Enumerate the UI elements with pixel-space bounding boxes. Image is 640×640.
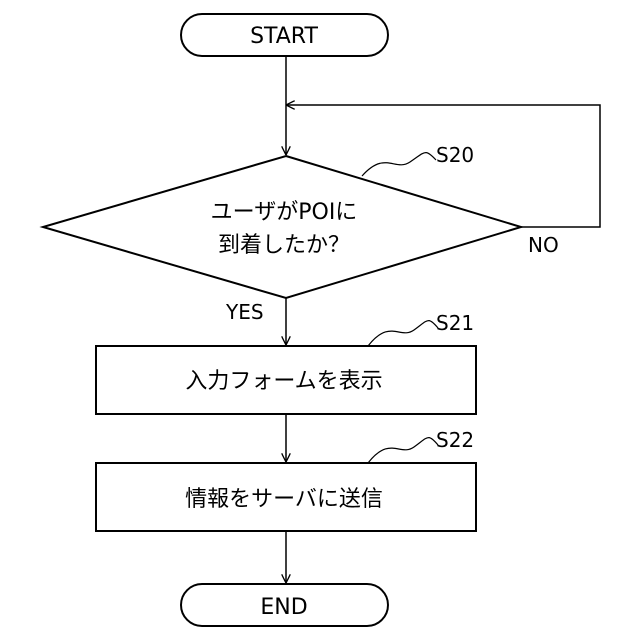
- process1-text: 入力フォームを表示: [185, 369, 382, 394]
- decision-text-line2: 到着したか？: [218, 233, 350, 258]
- decision-s20: ユーザがPOIに 到着したか？: [43, 156, 521, 298]
- step-leader-s21: [368, 321, 438, 346]
- end-label: END: [260, 595, 307, 620]
- start-terminal: START: [181, 14, 388, 56]
- step-label-s22: S22: [436, 428, 474, 452]
- step-leader-s20: [362, 153, 436, 176]
- step-label-s20: S20: [436, 143, 474, 167]
- process2-text: 情報をサーバに送信: [185, 487, 383, 512]
- decision-diamond: [43, 156, 521, 298]
- step-leader-s22: [368, 438, 438, 463]
- process-s21: 入力フォームを表示: [96, 346, 476, 414]
- no-label: NO: [528, 233, 559, 257]
- process-s22: 情報をサーバに送信: [96, 463, 476, 531]
- start-label: START: [250, 24, 318, 49]
- decision-text-line1: ユーザがPOIに: [211, 200, 358, 225]
- yes-label: YES: [225, 300, 264, 324]
- step-label-s21: S21: [436, 311, 474, 335]
- end-terminal: END: [181, 584, 388, 626]
